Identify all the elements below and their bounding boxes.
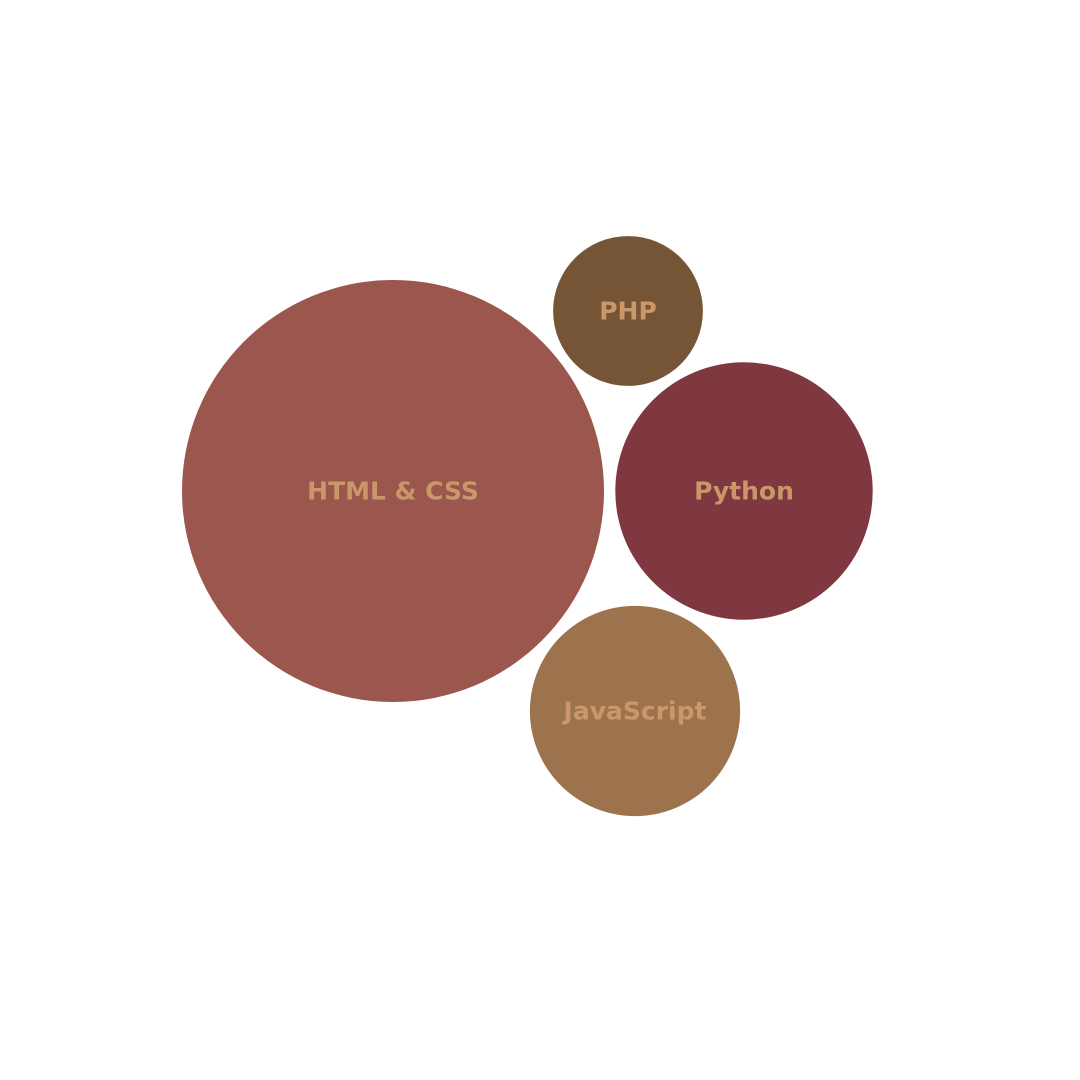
bubble-html-css: HTML & CSS (182, 280, 604, 702)
bubble-python: Python (615, 362, 873, 620)
bubble-php: PHP (553, 236, 703, 386)
bubble-circle-php (553, 236, 703, 386)
bubble-circle-javascript (529, 605, 741, 817)
bubble-label-php: PHP (599, 297, 657, 326)
bubble-label-html-css: HTML & CSS (307, 477, 479, 506)
bubble-circle-python (615, 362, 873, 620)
bubble-label-python: Python (694, 477, 794, 506)
bubble-circle-html-css (182, 280, 604, 702)
bubble-javascript: JavaScript (529, 605, 741, 817)
bubble-label-javascript: JavaScript (562, 697, 707, 726)
